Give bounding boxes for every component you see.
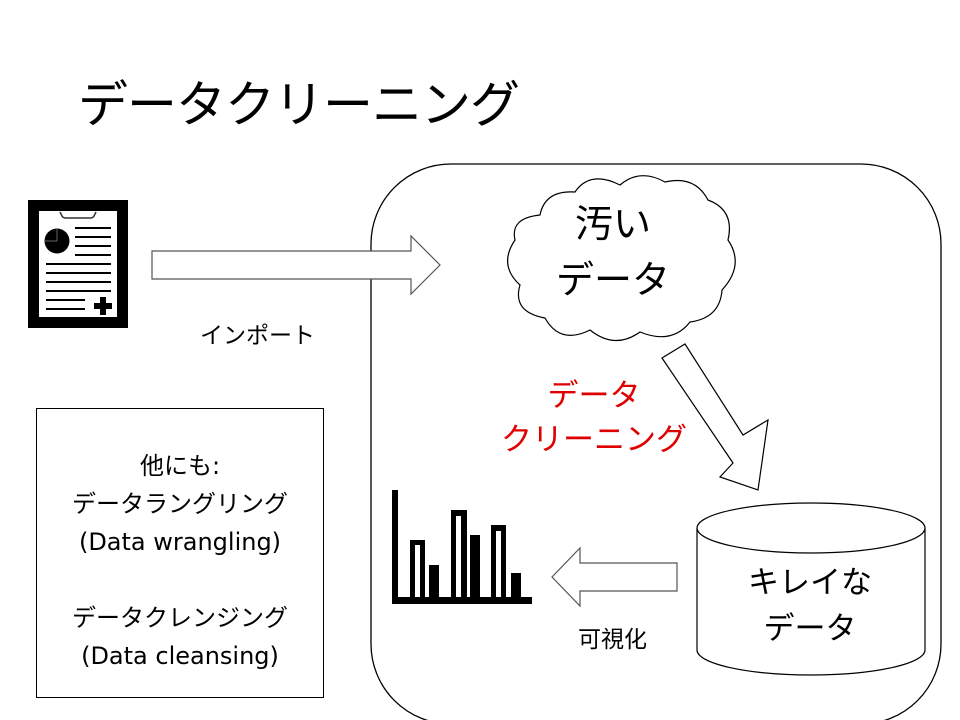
note-spacer (37, 561, 323, 599)
process-container (370, 163, 942, 720)
dirty-data-text: 汚い データ (528, 196, 698, 308)
import-arrow (151, 234, 441, 296)
cleaning-line-1: データ (547, 378, 641, 414)
medical-report-icon (28, 200, 128, 328)
visualization-label: 可視化 (578, 627, 647, 653)
cleaning-arrow (661, 343, 769, 491)
note-heading: 他にも: (139, 452, 221, 480)
note-item-2-jp: データクレンジング (72, 604, 288, 632)
bar-chart-icon (392, 490, 532, 604)
clean-data-line-1: キレイな (748, 565, 872, 601)
clean-data-line-2: データ (763, 611, 857, 647)
visualization-arrow (551, 546, 678, 608)
note-item-1-en: (Data wrangling) (78, 528, 282, 556)
import-label: インポート (200, 323, 315, 349)
note-item-2-en: (Data cleansing) (81, 642, 279, 670)
note-item-1-jp: データラングリング (72, 490, 288, 518)
alternative-names-box: 他にも: データラングリング (Data wrangling) データクレンジン… (36, 408, 324, 698)
clean-data-database (696, 502, 926, 676)
cleaning-line-2: クリーニング (501, 422, 687, 458)
dirty-data-line-2: データ (555, 258, 670, 302)
clean-data-text: キレイな データ (700, 560, 920, 652)
cleaning-step-text: データ クリーニング (480, 374, 708, 462)
dirty-data-cloud (507, 175, 736, 342)
dirty-data-line-1: 汚い (574, 202, 651, 246)
slide-title: データクリーニング (78, 76, 520, 134)
